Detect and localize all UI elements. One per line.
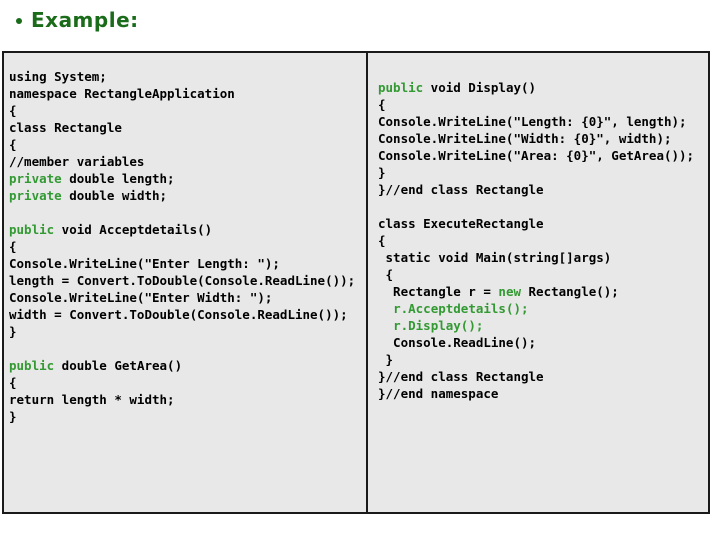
code-table: using System; namespace RectangleApplicat… [2, 51, 710, 514]
code-line: Console.ReadLine(); [378, 335, 537, 350]
keyword-token: public [378, 80, 424, 95]
code-line: private double length; [9, 171, 175, 186]
code-line: //member variables [9, 154, 145, 169]
code-line: Console.WriteLine("Length: {0}", length)… [378, 114, 687, 129]
keyword-token: new [498, 284, 521, 299]
code-line: width = Convert.ToDouble(Console.ReadLin… [9, 307, 348, 322]
keyword-token: private [9, 171, 62, 186]
code-line: }//end class Rectangle [378, 182, 544, 197]
keyword-token: r.Acceptdetails(); [393, 301, 529, 316]
code-line: Console.WriteLine("Area: {0}", GetArea()… [378, 148, 695, 163]
code-cell-left: using System; namespace RectangleApplicat… [4, 53, 368, 512]
code-line: { [9, 239, 17, 254]
code-line: }//end class Rectangle [378, 369, 544, 384]
code-line [9, 204, 363, 221]
code-line: private double width; [9, 188, 168, 203]
code-line: class ExecuteRectangle [378, 216, 544, 231]
code-line: public void Display() [378, 80, 537, 95]
code-line: }//end namespace [378, 386, 499, 401]
code-line [378, 198, 705, 215]
code-line: Console.WriteLine("Enter Length: "); [9, 256, 280, 271]
code-line: { [378, 97, 386, 112]
code-line: public double GetArea() [9, 358, 183, 373]
code-cell-right: public void Display() { Console.WriteLine(… [368, 53, 708, 512]
code-line: length = Convert.ToDouble(Console.ReadLi… [9, 273, 356, 288]
keyword-token: public [9, 222, 55, 237]
code-line: { [9, 137, 17, 152]
keyword-token: r.Display(); [393, 318, 484, 333]
code-line: Console.WriteLine("Enter Width: "); [9, 290, 273, 305]
keyword-token: private [9, 188, 62, 203]
code-line: { [9, 375, 17, 390]
code-line: Console.WriteLine("Width: {0}", width); [378, 131, 672, 146]
code-line: } [378, 165, 386, 180]
code-line [9, 340, 363, 357]
page-title: Example: [31, 8, 139, 32]
code-line: namespace RectangleApplication [9, 86, 235, 101]
code-line: r.Display(); [378, 317, 705, 334]
code-line: static void Main(string[]args) [378, 250, 612, 265]
code-line: Rectangle r = new Rectangle(); [378, 284, 619, 299]
code-line: } [378, 352, 394, 367]
code-line: class Rectangle [9, 120, 122, 135]
slide-heading: Example: [16, 8, 139, 32]
code-line: public void Acceptdetails() [9, 222, 213, 237]
code-line: } [9, 324, 17, 339]
code-line: { [378, 267, 394, 282]
code-line: { [9, 103, 17, 118]
keyword-token: public [9, 358, 55, 373]
code-line: } [9, 409, 17, 424]
code-line: { [378, 233, 386, 248]
code-line: r.Acceptdetails(); [378, 300, 705, 317]
code-line: using System; [9, 69, 107, 84]
code-line: return length * width; [9, 392, 175, 407]
bullet-icon [16, 18, 22, 24]
